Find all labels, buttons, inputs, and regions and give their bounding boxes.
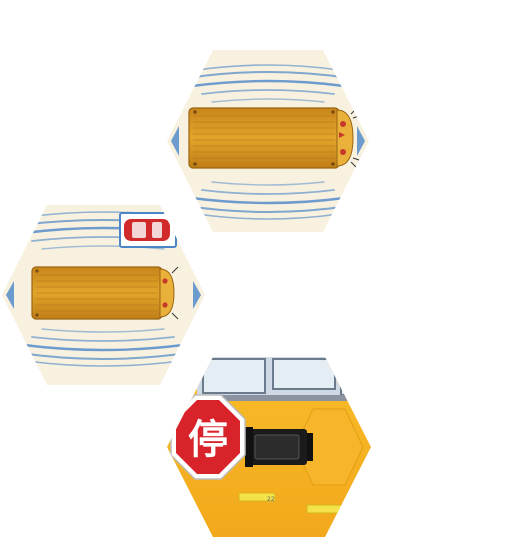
bus-windows bbox=[197, 357, 371, 401]
school-bus-top-icon bbox=[31, 266, 179, 320]
side-chevron-marks bbox=[6, 281, 201, 309]
red-car-top-icon bbox=[119, 212, 177, 248]
stop-sign-text: 停 bbox=[188, 417, 228, 463]
stop-sign-icon: 停 bbox=[170, 394, 246, 480]
motion-waves-top bbox=[186, 64, 350, 220]
school-bus-top-icon bbox=[188, 107, 360, 169]
svg-text:22: 22 bbox=[267, 496, 275, 503]
reflector-strips: 22 bbox=[238, 492, 344, 514]
bus-top-view-hexagon bbox=[167, 50, 369, 232]
stop-arm-hinge bbox=[245, 427, 313, 467]
stop-sign-arm-hexagon: 22 停 bbox=[167, 357, 371, 537]
side-chevron-marks bbox=[171, 126, 365, 156]
bus-and-car-top-view-hexagon bbox=[2, 205, 205, 385]
